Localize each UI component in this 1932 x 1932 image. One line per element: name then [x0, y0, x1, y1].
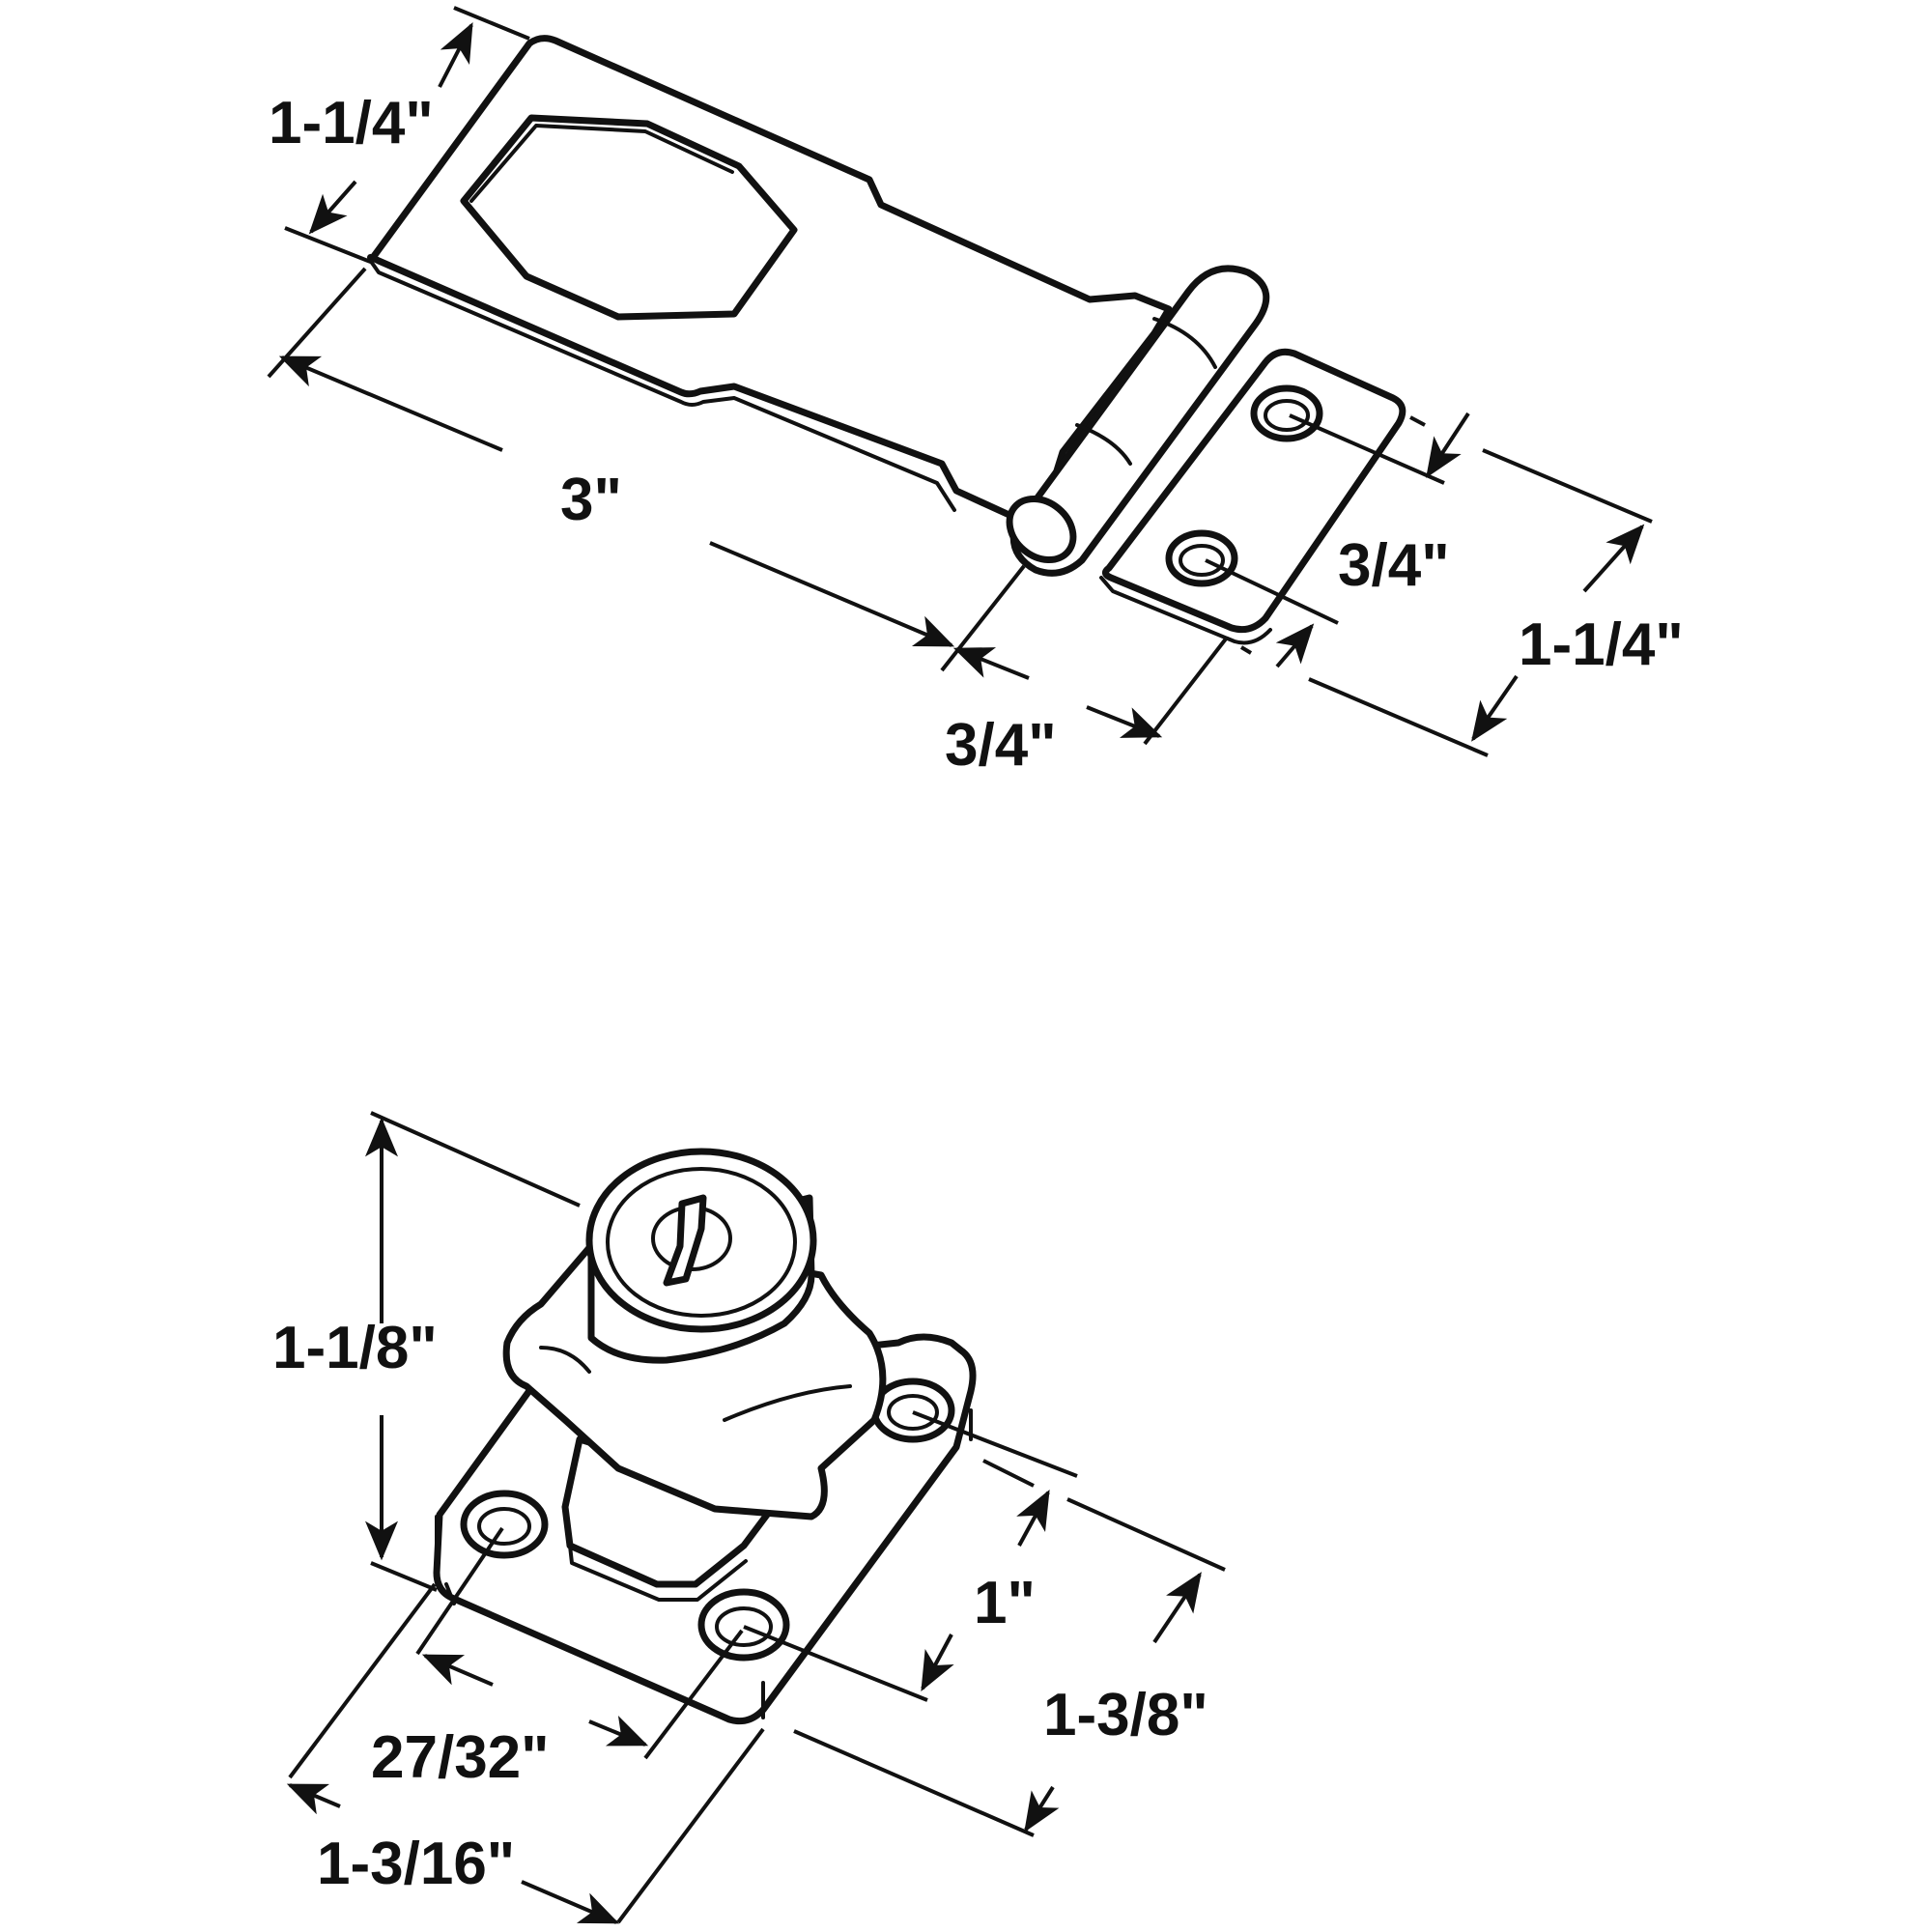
- dim-label-base-width: 1-3/8": [1043, 1682, 1208, 1748]
- lock-hole-front-inner: [715, 1606, 773, 1647]
- lock-hole-left-inner: [477, 1507, 531, 1546]
- dim-arrow: [1426, 412, 1470, 478]
- dim-ext-line: [1066, 1497, 1226, 1572]
- dim-label-hole-spacing: 1": [974, 1570, 1036, 1636]
- keyhole-icon: [663, 1194, 707, 1287]
- dim-arrow: [308, 180, 357, 235]
- dim-label-staple-plate-width: 1-1/4": [1519, 611, 1684, 678]
- dim-label-hole-offset: 27/32": [371, 1724, 550, 1791]
- dim-arrow: [709, 541, 955, 647]
- dim-ext-line: [415, 1526, 504, 1656]
- hinge-knuckle-1: [1075, 423, 1132, 466]
- dim-label-hinge-offset: 3/4": [945, 712, 1057, 779]
- dim-ext-line: [1239, 645, 1253, 655]
- hasp-slot-inner: [469, 124, 734, 203]
- dim-ext-line: [982, 1459, 1035, 1488]
- dim-ext-line: [743, 1625, 928, 1702]
- hasp-plate: [367, 35, 1173, 526]
- dim-ext-line: [940, 564, 1026, 672]
- staple-hole-top-inner: [1264, 399, 1310, 432]
- lock-hole-right-inner: [887, 1394, 939, 1431]
- dim-ext-line: [453, 6, 530, 41]
- dim-label-base-length: 1-3/16": [317, 1831, 515, 1897]
- dim-ext-line: [1409, 415, 1426, 427]
- dim-arrow: [1275, 623, 1315, 668]
- dim-arrow: [421, 1654, 494, 1687]
- dim-arrow: [1471, 674, 1519, 742]
- lock-hole-left: [460, 1490, 549, 1559]
- dim-ext-line: [288, 1582, 437, 1779]
- dim-arrow: [921, 1634, 954, 1691]
- hinge-knuckle-2: [1152, 317, 1217, 369]
- dim-arrow: [952, 647, 1030, 680]
- lock-hole-front: [697, 1588, 790, 1662]
- dim-ext-line: [912, 1410, 1078, 1478]
- dim-label-staple-plate-length: 3/4": [1338, 532, 1450, 599]
- dim-label-hasp-width: 1-1/4": [269, 90, 434, 156]
- lock-bolt-block-edge: [568, 1544, 748, 1602]
- dim-ext-line: [643, 1629, 744, 1760]
- dim-arrow: [1086, 705, 1163, 738]
- hasp-drawing: 1-1/4" 3" 3/4" 3/4" 1-1/4": [267, 6, 1684, 779]
- dim-ext-line: [1308, 677, 1489, 757]
- lock-drawing: 1-1/8" 1" 1-3/8" 27/32" 1-3/16": [272, 1111, 1226, 1924]
- dim-arrow: [438, 21, 473, 88]
- staple-plate-edge: [1099, 576, 1272, 645]
- dim-ext-line: [1143, 636, 1229, 746]
- dim-arrow: [588, 1715, 649, 1747]
- staple-hole-bottom-inner: [1179, 544, 1225, 577]
- dim-ext-line: [616, 1727, 765, 1924]
- dim-ext-line: [284, 226, 374, 265]
- dim-arrow: [1024, 1785, 1060, 1833]
- dim-ext-line: [1289, 413, 1445, 485]
- dim-arrow: [1016, 1490, 1050, 1547]
- dim-arrow: [286, 1783, 341, 1815]
- dim-arrow: [1582, 524, 1645, 593]
- hinge-end-cap: [1006, 495, 1077, 564]
- lock-cylinder-face-inner: [606, 1167, 797, 1318]
- dim-ext-line: [1205, 558, 1339, 625]
- lock-cylinder-face: [585, 1148, 817, 1333]
- dim-arrow: [521, 1880, 620, 1924]
- hasp-plate-edge: [370, 261, 956, 512]
- dim-label-lock-height: 1-1/8": [272, 1315, 438, 1381]
- lock-base-thickness: [435, 1408, 973, 1719]
- dim-ext-line: [1482, 448, 1653, 524]
- hasp-hinge-barrel: [1009, 265, 1270, 577]
- dim-ext-line: [370, 1111, 581, 1208]
- dim-ext-line: [267, 267, 367, 379]
- dim-ext-line: [370, 1561, 438, 1592]
- dim-ext-line: [793, 1729, 1035, 1837]
- dim-label-hasp-length: 3": [560, 467, 622, 533]
- lock-housing-ridge: [539, 1346, 852, 1422]
- dim-arrow: [1152, 1572, 1202, 1644]
- dim-arrow: [278, 355, 503, 452]
- hasp-slot: [460, 114, 798, 321]
